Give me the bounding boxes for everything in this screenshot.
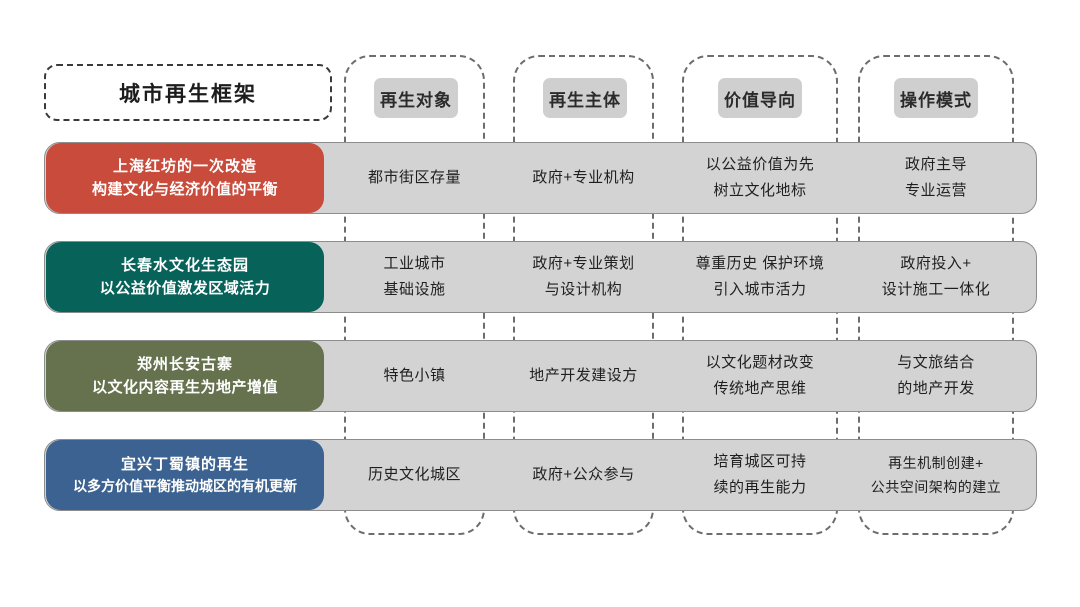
cell-line1: 与文旅结合 [897, 353, 975, 371]
case-label-3-line2: 以文化内容再生为地产增值 [91, 379, 278, 396]
case-label-4-line1: 宜兴丁蜀镇的再生 [120, 455, 249, 473]
cell-line2: 的地产开发 [897, 380, 975, 397]
table-cell: 再生机制创建+ 公共空间架构的建立 [856, 439, 1016, 511]
table-cell: 政府主导 专业运营 [858, 142, 1014, 214]
column-header-1-label: 再生对象 [380, 90, 452, 110]
table-cell: 历史文化城区 [344, 439, 485, 511]
cell-line1: 培育城区可持 [713, 452, 807, 470]
cell-line2: 传统地产思维 [713, 380, 807, 397]
table-cell: 尊重历史 保护环境 引入城市活力 [682, 241, 838, 313]
case-label-1-line1: 上海红坊的一次改造 [112, 157, 257, 175]
case-label-2: 长春水文化生态园 以公益价值激发区域活力 [46, 242, 324, 312]
cell-line1: 都市街区存量 [367, 168, 461, 186]
cell-line1: 特色小镇 [383, 366, 446, 384]
cell-line2: 树立文化地标 [713, 182, 807, 199]
column-header-3: 价值导向 [718, 78, 802, 118]
case-label-2-line1: 长春水文化生态园 [120, 256, 249, 274]
table-cell: 以文化题材改变 传统地产思维 [682, 340, 838, 412]
cell-line2: 设计施工一体化 [881, 281, 991, 298]
case-label-4: 宜兴丁蜀镇的再生 以多方价值平衡推动城区的有机更新 [46, 440, 324, 510]
cell-line1: 政府+专业策划 [532, 254, 635, 272]
cell-line2: 续的再生能力 [713, 479, 807, 496]
table-cell: 政府+专业机构 [513, 142, 654, 214]
page-title-label: 城市再生框架 [119, 82, 257, 106]
table-cell: 地产开发建设方 [513, 340, 654, 412]
case-label-3: 郑州长安古寨 以文化内容再生为地产增值 [46, 341, 324, 411]
table-cell: 都市街区存量 [344, 142, 485, 214]
column-header-4-label: 操作模式 [900, 90, 972, 110]
cell-line1: 尊重历史 保护环境 [695, 254, 825, 272]
cell-line2: 与设计机构 [544, 281, 623, 298]
case-label-1: 上海红坊的一次改造 构建文化与经济价值的平衡 [46, 143, 324, 213]
cell-line1: 工业城市 [383, 254, 446, 272]
page-title: 城市再生框架 [44, 64, 332, 121]
column-header-2-label: 再生主体 [549, 90, 621, 110]
column-header-1: 再生对象 [374, 78, 458, 118]
cell-line1: 历史文化城区 [367, 465, 461, 483]
cell-line1: 以公益价值为先 [705, 155, 815, 173]
cell-line2: 专业运营 [904, 182, 967, 199]
cell-line2: 引入城市活力 [713, 281, 807, 298]
column-header-3-label: 价值导向 [724, 90, 796, 110]
table-cell: 工业城市 基础设施 [344, 241, 485, 313]
case-label-2-line2: 以公益价值激发区域活力 [99, 280, 271, 297]
table-cell: 政府投入+ 设计施工一体化 [858, 241, 1014, 313]
table-cell: 以公益价值为先 树立文化地标 [682, 142, 838, 214]
table-cell: 特色小镇 [344, 340, 485, 412]
cell-line1: 地产开发建设方 [529, 366, 638, 384]
column-header-4: 操作模式 [894, 78, 978, 118]
cell-line1: 政府主导 [904, 155, 967, 173]
table-cell: 政府+专业策划 与设计机构 [513, 241, 654, 313]
cell-line2: 公共空间架构的建立 [870, 479, 1002, 495]
cell-line1: 政府投入+ [900, 254, 972, 272]
cell-line1: 政府+专业机构 [532, 168, 635, 186]
table-cell: 培育城区可持 续的再生能力 [682, 439, 838, 511]
case-label-1-line2: 构建文化与经济价值的平衡 [91, 181, 278, 198]
cell-line1: 政府+公众参与 [532, 465, 635, 483]
cell-line1: 以文化题材改变 [705, 353, 815, 371]
case-label-4-line2: 以多方价值平衡推动城区的有机更新 [73, 477, 297, 494]
cell-line1: 再生机制创建+ [888, 454, 984, 471]
case-label-3-line1: 郑州长安古寨 [136, 355, 233, 373]
table-cell: 与文旅结合 的地产开发 [858, 340, 1014, 412]
cell-line2: 基础设施 [383, 281, 446, 298]
table-cell: 政府+公众参与 [513, 439, 654, 511]
column-header-2: 再生主体 [543, 78, 627, 118]
